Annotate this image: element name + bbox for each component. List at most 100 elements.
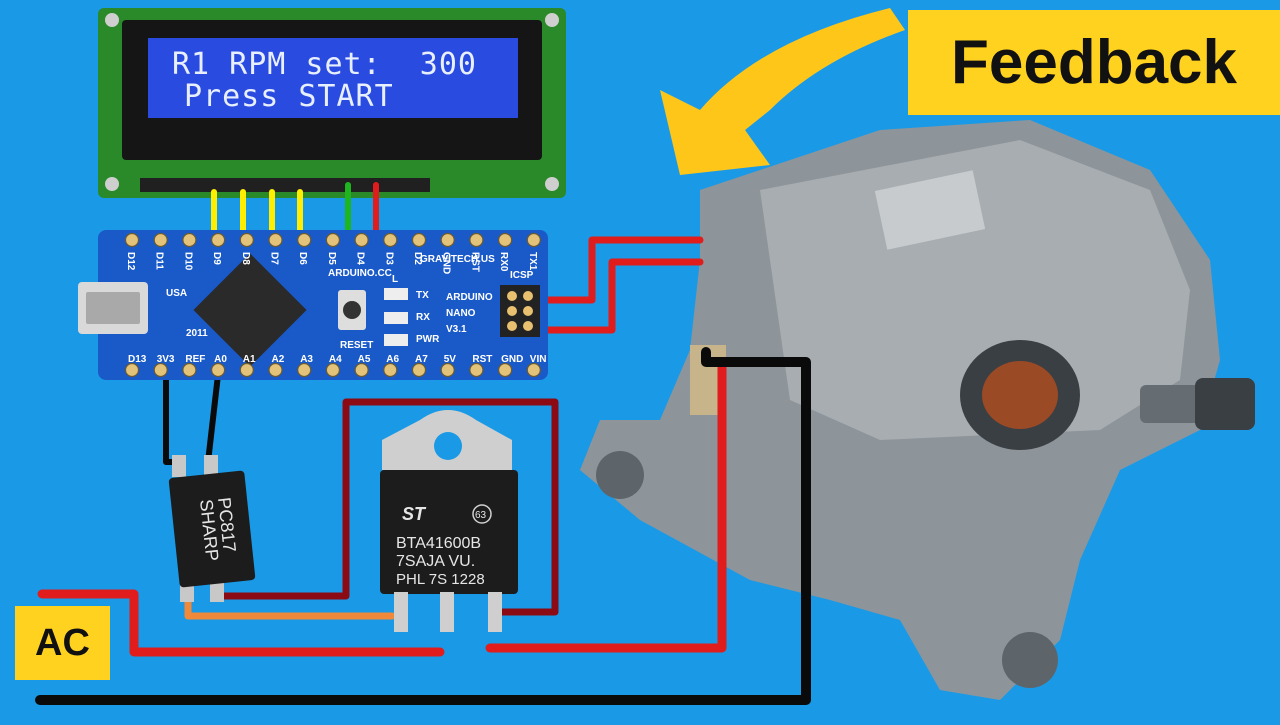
header-pin-d8	[239, 232, 254, 248]
led	[384, 288, 408, 300]
pin-label-3v3: 3V3	[157, 354, 175, 365]
pin-label-tx1: TX1	[527, 252, 538, 271]
opto-body	[168, 470, 256, 588]
lcd-screen	[148, 38, 518, 118]
triac-badge: 63	[475, 510, 487, 521]
header-pin-a4	[325, 362, 340, 378]
motor-copper-winding	[982, 361, 1058, 429]
header-pin-tx1	[526, 232, 541, 248]
pin-label-a1: A1	[243, 354, 256, 365]
feedback-arrow	[660, 8, 905, 175]
header-pin-d7	[268, 232, 283, 248]
motor-mount-hole	[1002, 632, 1058, 688]
feedback-label: Feedback	[908, 10, 1280, 115]
wires	[35, 182, 811, 705]
header-pin-rst	[469, 232, 484, 248]
optocoupler: PC817 SHARP	[168, 455, 256, 602]
wire-ac-neutral	[35, 347, 811, 705]
triac-body	[380, 470, 518, 594]
mcu-chip	[193, 253, 307, 367]
lcd-mount-hole	[545, 13, 559, 27]
header-pin-5v	[440, 362, 455, 378]
pin-label-a4: A4	[329, 354, 342, 365]
pin-label-ref: REF	[185, 354, 205, 365]
pin-label-d5: D5	[326, 252, 337, 265]
pin-label-d10: D10	[182, 252, 193, 271]
header-pin-gnd	[440, 232, 455, 248]
arduino-tx-label: TX	[416, 290, 429, 301]
arduino-version-label: V3.1	[446, 324, 467, 335]
triac-pin	[488, 592, 502, 632]
header-pin-d11	[153, 232, 168, 248]
header-pin-a6	[383, 362, 398, 378]
motor-pulley	[1195, 378, 1255, 430]
triac: ST 63 BTA41600B 7SAJA VU. PHL 7S 1228	[380, 410, 518, 632]
opto-pin	[204, 455, 218, 477]
wire-tacho-2	[544, 258, 704, 334]
icsp-pin	[507, 306, 517, 316]
pin-label-a3: A3	[300, 354, 313, 365]
lcd-mount-hole	[105, 13, 119, 27]
icsp-header	[500, 285, 540, 337]
header-pin-d4	[354, 232, 369, 248]
pin-label-d7: D7	[269, 252, 280, 265]
ac-label: AC	[15, 606, 110, 680]
header-pin-a0	[211, 362, 226, 378]
curved-arrow-icon	[660, 8, 905, 175]
wire-opto-triac	[184, 598, 396, 620]
reset-button-cap[interactable]	[343, 301, 361, 319]
pin-label-d9: D9	[211, 252, 222, 265]
pin-label-rst: RST	[472, 354, 492, 365]
header-pin-a7	[411, 362, 427, 378]
header-pin-d13	[124, 362, 140, 378]
led	[384, 334, 408, 346]
arduino-model-label: NANO	[446, 308, 476, 319]
pin-label-vin: VIN	[530, 354, 547, 365]
usb-port-inner	[86, 292, 140, 324]
pin-label-5v: 5V	[444, 354, 457, 365]
arduino-l-label: L	[392, 274, 398, 285]
wire-ac-line	[37, 589, 445, 657]
lcd-mount-hole	[545, 177, 559, 191]
pin-label-gnd: GND	[441, 252, 452, 274]
triac-tab-hole	[434, 432, 462, 460]
lcd-line-2: Press START	[184, 79, 394, 114]
icsp-pin	[507, 321, 517, 331]
arduino-pwr-label: PWR	[416, 334, 440, 345]
header-pin-rst	[469, 362, 484, 378]
header-pin-d2	[411, 232, 427, 248]
icsp-pin	[523, 321, 533, 331]
pin-label-a2: A2	[272, 354, 285, 365]
wire-3v3-opto	[163, 372, 185, 465]
opto-pin	[172, 455, 186, 477]
pin-label-a0: A0	[214, 354, 227, 365]
pin-label-d13: D13	[128, 354, 147, 365]
wire-tacho-1	[544, 236, 704, 304]
arduino-rx-label: RX	[416, 312, 430, 323]
arduino-brand-label: ARDUINO	[446, 292, 493, 303]
pin-label-d4: D4	[355, 252, 366, 265]
header-pin-d6	[297, 232, 312, 248]
lcd-mount-hole	[105, 177, 119, 191]
icsp-pin	[507, 291, 517, 301]
pin-label-d2: D2	[412, 252, 423, 265]
arduino-site-label: ARDUINO.CC	[328, 268, 392, 279]
motor-mount-hole	[596, 451, 644, 499]
wire-triac-motor	[485, 363, 727, 653]
pin-label-a6: A6	[386, 354, 399, 365]
header-pin-d9	[211, 232, 226, 248]
lcd-line-1: R1 RPM set: 300	[172, 47, 477, 82]
st-logo-icon: ST	[402, 504, 427, 524]
pin-label-d6: D6	[297, 252, 308, 265]
triac-pin	[394, 592, 408, 632]
arduino-year-label: 2011	[186, 328, 208, 339]
header-pin-ref	[182, 362, 197, 378]
lcd-module: R1 RPM set: 300 Press START	[98, 8, 566, 198]
header-pin-rx0	[498, 232, 513, 248]
triac-badge-circle	[472, 504, 492, 524]
arduino-nano: ARDUINO.CC RESET ARDUINO NANO V3.1 GRAVI…	[78, 230, 548, 380]
pin-label-d8: D8	[240, 252, 251, 265]
triac-line-3: PHL 7S 1228	[396, 571, 485, 588]
